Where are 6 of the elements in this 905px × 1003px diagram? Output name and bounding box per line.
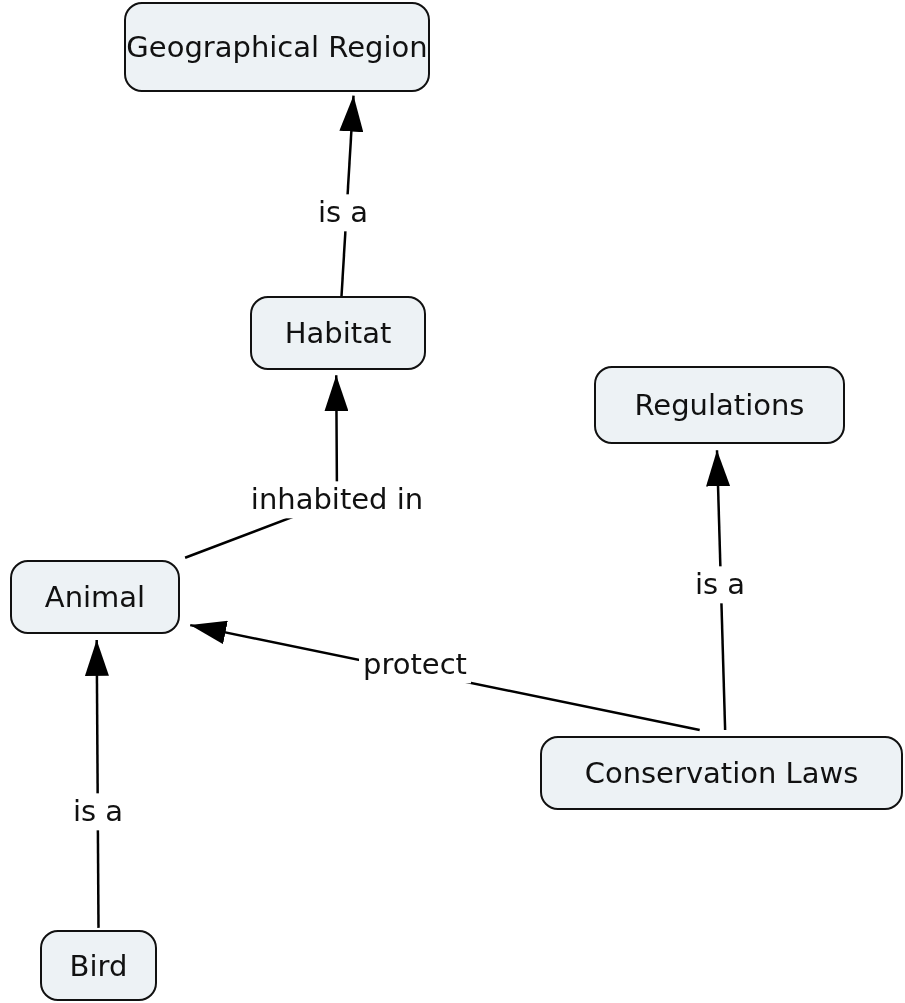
concept-box: Habitat — [250, 296, 426, 370]
concept-box: Animal — [10, 560, 180, 634]
concept-box: Conservation Laws — [540, 736, 903, 810]
concept-box: Bird — [40, 930, 157, 1001]
concept-box: Geographical Region — [124, 2, 430, 92]
concept-box: Regulations — [594, 366, 845, 444]
